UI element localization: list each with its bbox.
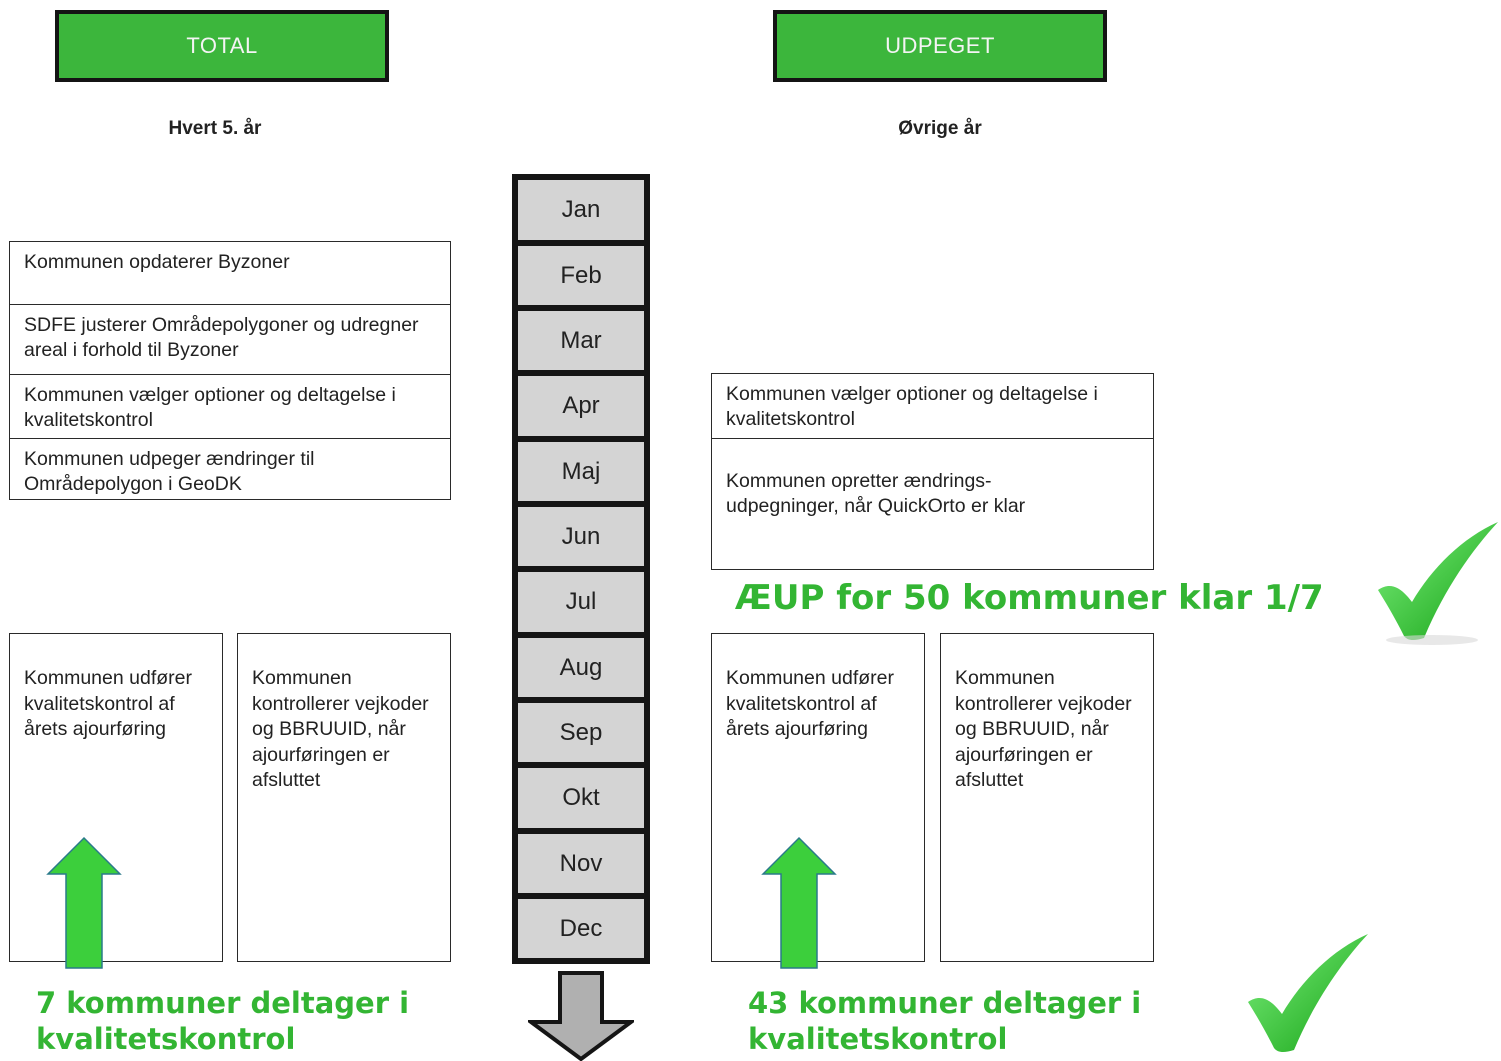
month-label: Jan: [561, 196, 601, 223]
month-label: Nov: [559, 849, 603, 877]
month-feb: Feb: [515, 243, 647, 308]
total-road-text: Kommunen kontrollerer vejkoder og BBRUUI…: [252, 667, 429, 791]
arrow-up-icon: [761, 836, 837, 969]
month-label: Dec: [559, 914, 603, 942]
total-step-4: Kommunen udpeger ændringer til Områdepol…: [10, 438, 450, 499]
total-step-1: Kommunen opdaterer Byzoner: [24, 251, 290, 273]
total-header-label: TOTAL: [186, 33, 258, 58]
total-note: 7 kommuner deltager i kvalitetskontrol: [36, 986, 410, 1056]
total-steps-box: Kommunen opdaterer Byzoner SDFE justerer…: [9, 241, 451, 500]
udpeget-header: UDPEGET: [773, 10, 1107, 82]
udpeget-qc-text: Kommunen udfører kvalitetskontrol af åre…: [726, 667, 894, 740]
month-apr: Apr: [515, 373, 647, 439]
total-qc-text: Kommunen udfører kvalitetskontrol af åre…: [24, 667, 192, 740]
udpeget-note: 43 kommuner deltager i kvalitetskontrol: [748, 986, 1142, 1056]
total-header: TOTAL: [55, 10, 389, 82]
month-dec: Dec: [515, 896, 647, 961]
total-road-box: Kommunen kontrollerer vejkoder og BBRUUI…: [237, 633, 451, 962]
udpeget-step-2: Kommunen opretter ændrings-udpegninger, …: [712, 438, 1153, 569]
udpeget-qc-box: Kommunen udfører kvalitetskontrol af åre…: [711, 633, 925, 962]
total-qc-box: Kommunen udfører kvalitetskontrol af åre…: [9, 633, 223, 962]
month-label: Feb: [560, 261, 602, 289]
month-jan: Jan: [515, 177, 647, 243]
month-label: Maj: [561, 457, 601, 485]
udpeget-steps-box: Kommunen vælger optioner og deltagelse i…: [711, 373, 1154, 570]
month-maj: Maj: [515, 439, 647, 504]
month-okt: Okt: [515, 765, 647, 831]
arrow-up-icon: [46, 836, 122, 969]
month-nov: Nov: [515, 831, 647, 896]
month-mar: Mar: [515, 308, 647, 373]
udpeget-road-box: Kommunen kontrollerer vejkoder og BBRUUI…: [940, 633, 1154, 962]
month-label: Mar: [560, 326, 602, 354]
checkmark-icon: [1378, 522, 1498, 645]
udpeget-step-2-text: Kommunen opretter ændrings-udpegninger, …: [726, 470, 1026, 517]
udpeget-road-text: Kommunen kontrollerer vejkoder og BBRUUI…: [955, 667, 1132, 791]
month-jun: Jun: [515, 504, 647, 569]
checkmark-icon: [1248, 934, 1368, 1053]
arrow-down-icon: [528, 971, 634, 1061]
udpeget-header-label: UDPEGET: [885, 33, 995, 58]
month-jul: Jul: [515, 569, 647, 635]
udpeget-headline: ÆUP for 50 kommuner klar 1/7: [735, 578, 1324, 618]
total-step-2: SDFE justerer Områdepolygoner og udregne…: [10, 304, 450, 374]
month-column: Jan Feb Mar Apr Maj Jun Jul Aug Sep Okt …: [512, 174, 650, 964]
udpeget-subtitle: Øvrige år: [898, 118, 982, 139]
month-label: Aug: [559, 653, 603, 681]
month-label: Jun: [561, 522, 601, 550]
month-label: Jul: [565, 588, 597, 615]
udpeget-step-1: Kommunen vælger optioner og deltagelse i…: [726, 383, 1098, 430]
month-sep: Sep: [515, 700, 647, 765]
month-label: Sep: [559, 718, 603, 746]
month-aug: Aug: [515, 635, 647, 700]
total-step-3: Kommunen vælger optioner og deltagelse i…: [10, 374, 450, 438]
month-label: Okt: [562, 784, 600, 811]
total-subtitle: Hvert 5. år: [168, 118, 262, 139]
month-label: Apr: [562, 392, 600, 419]
